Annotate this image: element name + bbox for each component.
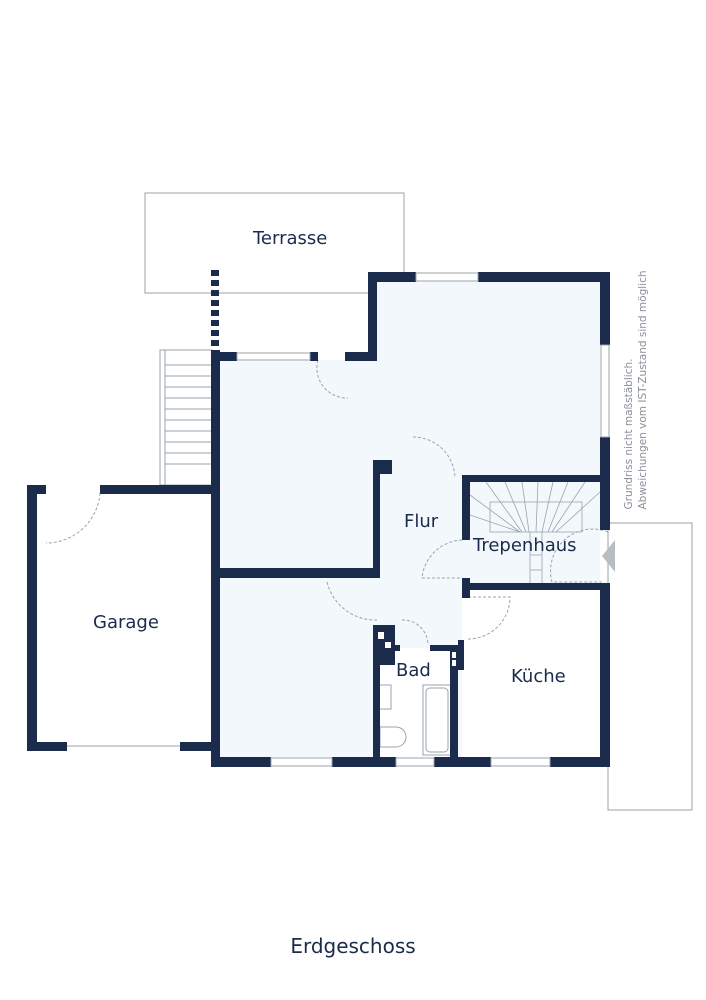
railing-post xyxy=(211,310,219,316)
disclaimer-note: Grundriss nicht maßstäblich. Abweichunge… xyxy=(622,270,650,509)
railing-post xyxy=(211,330,219,336)
floor-title: Erdgeschoss xyxy=(290,934,416,958)
room-label-bad: Bad xyxy=(396,660,431,681)
toilet xyxy=(379,726,407,748)
windows xyxy=(67,272,610,767)
room-label-terrasse: Terrasse xyxy=(253,228,328,249)
room-label-treppenhaus: Trepenhaus xyxy=(473,535,577,556)
room-label-kueche: Küche xyxy=(511,666,566,687)
railing-post xyxy=(211,280,219,286)
disclaimer-line-1: Grundriss nicht maßstäblich. xyxy=(623,358,635,510)
entrance-path-outline xyxy=(607,522,693,811)
door-swings xyxy=(45,359,609,646)
railing-post xyxy=(211,320,219,326)
entrance-arrow-icon xyxy=(602,540,615,572)
terrace-outline xyxy=(144,192,405,294)
garage-floor xyxy=(37,493,211,743)
terrace-railing xyxy=(211,270,219,346)
room-label-garage: Garage xyxy=(93,612,159,633)
disclaimer-line-2: Abweichungen vom IST-Zustand sind möglic… xyxy=(637,270,649,510)
bath-floor xyxy=(380,648,450,757)
railing-post xyxy=(211,340,219,346)
railing-post xyxy=(211,270,219,276)
kitchen-floor xyxy=(462,590,602,757)
outdoor-stair xyxy=(159,349,213,486)
railing-post xyxy=(211,300,219,306)
room-label-flur: Flur xyxy=(404,511,439,532)
walls xyxy=(27,272,610,767)
interior-staircase xyxy=(469,481,601,583)
railing-post xyxy=(211,290,219,296)
wall-openings xyxy=(378,632,456,666)
